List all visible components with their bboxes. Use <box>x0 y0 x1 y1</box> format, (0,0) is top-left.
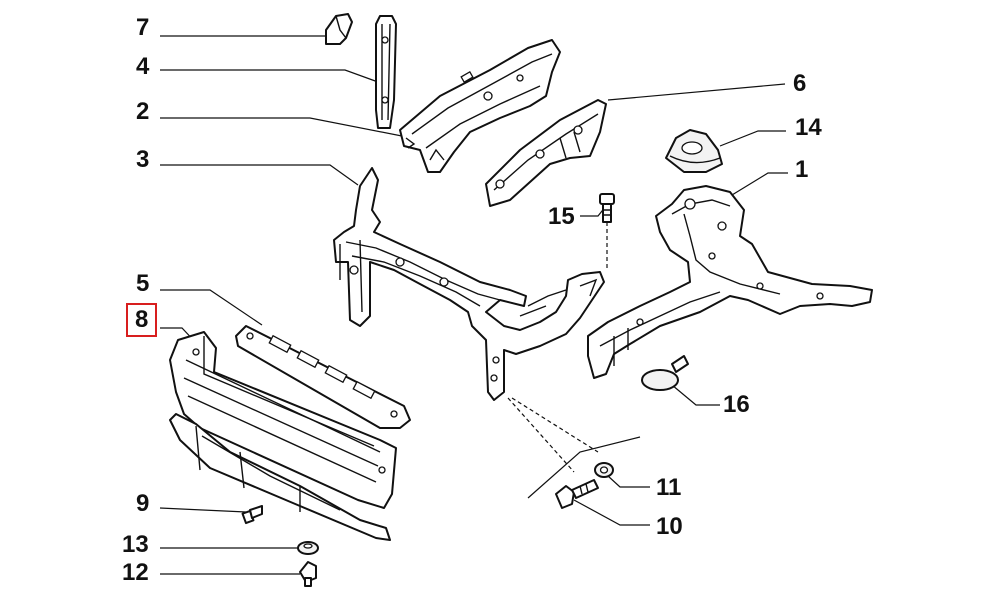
leader-11 <box>607 475 650 488</box>
callout-12: 12 <box>122 559 149 586</box>
part-13-nut <box>297 541 319 555</box>
callout-4: 4 <box>136 53 150 80</box>
part-11-washer <box>594 462 614 478</box>
leader-1 <box>731 172 788 196</box>
leader-9 <box>159 507 247 513</box>
part-14-mount <box>665 129 723 173</box>
leader-lines <box>159 35 788 575</box>
callout-6: 6 <box>793 70 807 97</box>
callout-7: 7 <box>136 14 150 41</box>
callout-10: 10 <box>656 513 683 540</box>
part-8-bumper-beam <box>169 331 397 541</box>
leader-16 <box>671 384 720 406</box>
part-15-bolt <box>599 193 615 223</box>
leader-14 <box>719 130 786 147</box>
leader-4 <box>160 69 379 83</box>
part-2-upper-member <box>399 39 561 173</box>
callout-1: 1 <box>795 156 809 183</box>
part-5-plate <box>235 325 411 429</box>
part-12-bolt <box>299 561 317 587</box>
assembly-lines <box>507 222 641 499</box>
callout-2: 2 <box>136 98 150 125</box>
leader-5 <box>160 289 263 326</box>
part-6-side-bracket <box>485 99 607 207</box>
callout-5: 5 <box>136 270 150 297</box>
callout-16: 16 <box>723 391 750 418</box>
part-3-upper-crossmember <box>333 167 605 401</box>
part-16-grommet <box>641 355 689 391</box>
callout-3: 3 <box>136 146 150 173</box>
part-10-bolt <box>555 479 599 509</box>
leader-10 <box>573 499 650 526</box>
part-4-strut <box>375 15 397 129</box>
part-9-screw <box>241 505 263 525</box>
part-1-side-member <box>587 185 873 379</box>
leader-6 <box>607 83 786 101</box>
callout-14: 14 <box>795 114 822 141</box>
callout-9: 9 <box>136 490 150 517</box>
callout-11: 11 <box>656 474 682 501</box>
leader-2 <box>160 117 413 139</box>
callout-13: 13 <box>122 531 149 558</box>
part-7-bracket <box>325 13 353 45</box>
leader-3 <box>160 164 359 186</box>
callout-15: 15 <box>548 203 575 230</box>
callout-8-highlighted: 8 <box>126 303 158 337</box>
